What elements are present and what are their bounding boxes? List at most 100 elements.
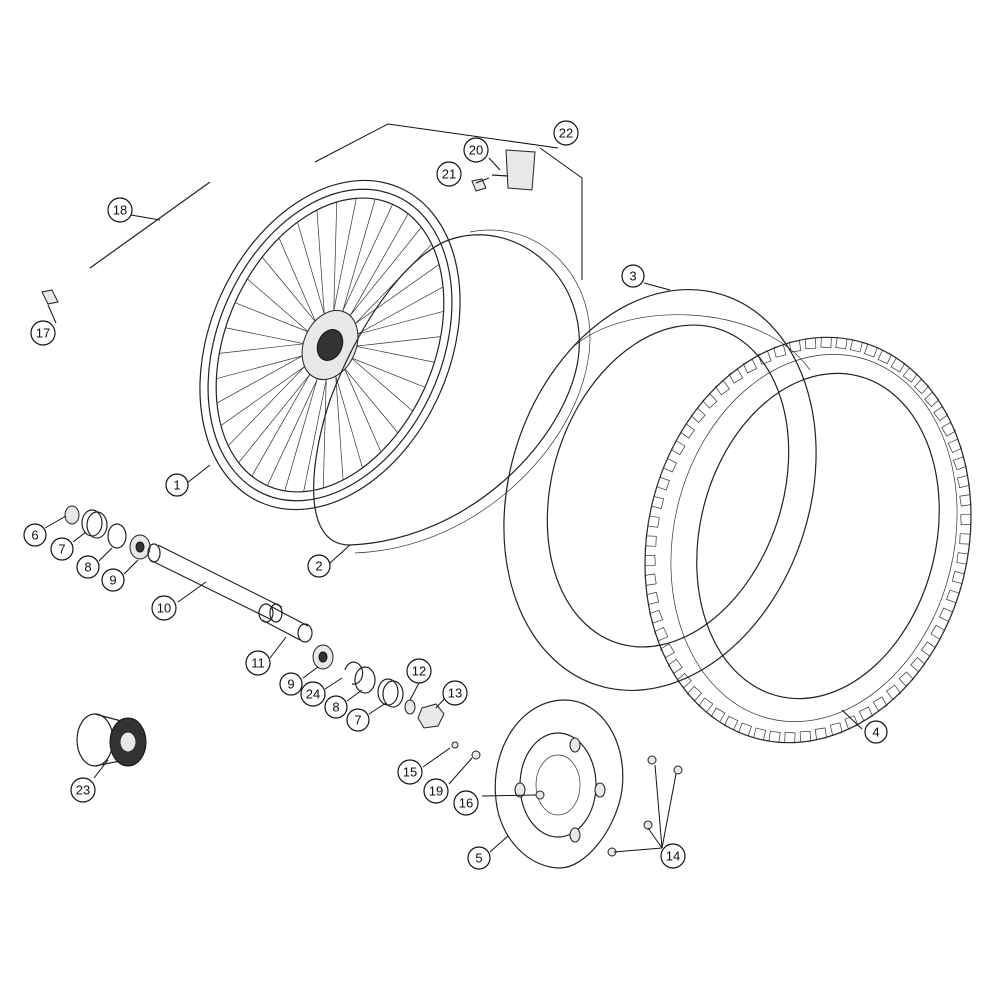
- tread-block: [959, 533, 971, 545]
- callout-20-label: 20: [469, 143, 483, 158]
- spoke: [330, 198, 357, 327]
- spoke: [343, 264, 440, 333]
- callout-7a: 7: [50, 537, 74, 561]
- tread-block: [784, 732, 796, 744]
- callout-14: 14: [660, 843, 686, 869]
- tread-block: [680, 423, 696, 439]
- callout-7a-label: 7: [58, 542, 65, 557]
- tread-block: [742, 359, 758, 374]
- spoke: [247, 278, 318, 340]
- tread-block: [910, 656, 926, 673]
- callout-19: 19: [423, 778, 449, 804]
- callout-4: 4: [864, 720, 888, 744]
- spoke: [334, 361, 344, 480]
- callout-13-label: 13: [448, 686, 462, 701]
- tread-block: [858, 706, 874, 721]
- callout-12: 12: [406, 658, 432, 684]
- tread-block: [662, 458, 678, 473]
- axle-parts: [64, 505, 683, 857]
- spoke: [337, 199, 376, 327]
- callout-3-label: 3: [629, 269, 636, 284]
- spoke: [338, 356, 382, 453]
- tread-block: [938, 607, 954, 622]
- tread-block: [890, 357, 906, 373]
- tread-block: [653, 626, 669, 642]
- tread-block: [835, 337, 848, 350]
- tread-block: [956, 475, 970, 489]
- tread-block: [660, 643, 675, 659]
- callout-11: 11: [245, 650, 271, 676]
- callout-9b-label: 9: [287, 677, 294, 692]
- leader-lines: [44, 157, 863, 853]
- tire: [644, 336, 972, 744]
- callout-5-label: 5: [475, 851, 482, 866]
- spoked-wheel: [199, 179, 461, 511]
- spoke: [251, 359, 319, 477]
- callout-1: 1: [165, 473, 189, 497]
- spoke-and-nipple: [41, 181, 211, 305]
- tread-block: [670, 440, 686, 456]
- tread-block: [728, 368, 744, 384]
- tread-block: [951, 571, 965, 584]
- tread-block: [768, 730, 781, 743]
- tread-block: [933, 406, 949, 422]
- tread-block: [898, 671, 914, 687]
- callout-12-label: 12: [412, 664, 426, 679]
- tread-block: [946, 589, 960, 604]
- callout-9a: 9: [101, 568, 125, 592]
- tread-block: [877, 349, 892, 365]
- spoke: [267, 363, 325, 486]
- callout-18: 18: [107, 197, 133, 223]
- tread-block: [789, 340, 802, 353]
- callout-10: 10: [151, 595, 177, 621]
- callout-3: 3: [621, 264, 645, 288]
- callout-21-label: 21: [442, 167, 456, 182]
- spoke: [303, 363, 330, 492]
- callout-2-label: 2: [315, 559, 322, 574]
- tread-block: [710, 707, 726, 723]
- callout-4-label: 4: [872, 725, 879, 740]
- callout-9a-label: 9: [109, 573, 116, 588]
- tread-block: [753, 727, 767, 741]
- spoke: [220, 357, 317, 426]
- spoke: [322, 364, 327, 488]
- callout-18-label: 18: [113, 203, 127, 218]
- callout-9b: 9: [279, 672, 303, 696]
- spoke: [219, 342, 317, 354]
- wheel-hub: [76, 713, 147, 767]
- callout-8b-label: 8: [332, 700, 339, 715]
- spoke: [297, 222, 329, 328]
- tread-block: [724, 715, 739, 731]
- tread-block: [646, 591, 660, 605]
- tread-block: [656, 476, 670, 491]
- spoke: [234, 302, 320, 337]
- spoke: [343, 336, 441, 348]
- inner-tube: [503, 288, 817, 692]
- spoke: [227, 355, 316, 446]
- tread-block: [914, 378, 930, 395]
- callout-8b: 8: [324, 695, 348, 719]
- callout-15-label: 15: [403, 765, 417, 780]
- tread-block: [886, 684, 902, 700]
- tread-block: [820, 336, 832, 348]
- spoke: [216, 352, 316, 380]
- tread-block: [829, 722, 843, 736]
- tread-block: [649, 609, 663, 624]
- tread-block: [902, 367, 918, 383]
- tread-block: [956, 552, 969, 565]
- tread-block: [698, 697, 714, 713]
- callout-5: 5: [467, 846, 491, 870]
- tread-block: [676, 672, 692, 689]
- callout-13: 13: [442, 680, 468, 706]
- spoke: [342, 350, 413, 412]
- rim-lock: [471, 149, 536, 192]
- callout-2: 2: [307, 554, 331, 578]
- tread-block: [714, 380, 730, 396]
- callout-1-label: 1: [173, 478, 180, 493]
- callout-8a: 8: [76, 555, 100, 579]
- tread-block: [686, 685, 702, 702]
- tread-block: [644, 573, 657, 586]
- callout-10-label: 10: [157, 601, 171, 616]
- tread-block: [941, 421, 956, 437]
- tire-tread: [644, 336, 972, 744]
